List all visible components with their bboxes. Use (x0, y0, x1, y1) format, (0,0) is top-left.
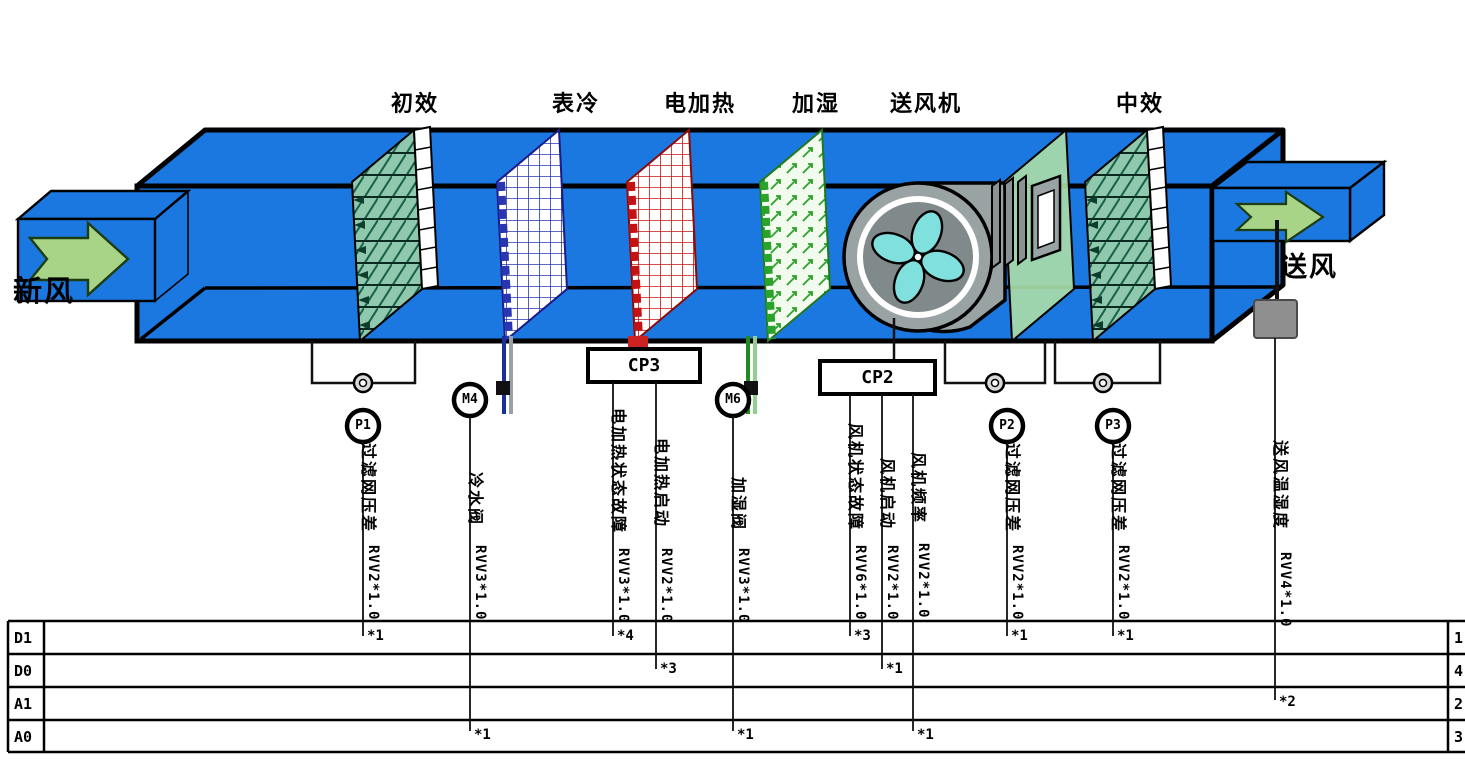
io-count-d0: 4 (1454, 662, 1464, 680)
io-count-a0: 3 (1454, 728, 1464, 746)
component-label-humidifier: 加湿 (791, 92, 840, 117)
wire-name-fan-start: 风机启动 (878, 458, 897, 531)
wire-cable-filter-dp-3: RVV2*1.0 (1115, 545, 1131, 621)
terminal-mark: *3 (660, 661, 677, 677)
pre-filter-panel (350, 125, 440, 344)
component-label-cooling-coil: 表冷 (551, 92, 600, 117)
dp-sensor-1-icon (352, 372, 374, 394)
cp2-box (818, 359, 937, 396)
wire-name-humid-valve: 加湿阀 (729, 477, 748, 532)
cooling-coil-panel (495, 127, 569, 344)
io-row-label-a1: A1 (14, 695, 33, 713)
inlet-duct (14, 189, 192, 303)
outlet-air-arrow-icon (1234, 189, 1325, 245)
wire-name-cw-valve: 冷水阀 (466, 472, 485, 527)
component-label-supply-fan: 送风机 (889, 92, 962, 117)
component-label-medium-filter: 中效 (1115, 92, 1164, 117)
terminal-mark: *1 (917, 727, 934, 743)
dp-sensor-3-icon (1092, 372, 1114, 394)
terminal-mark: *1 (367, 628, 384, 644)
io-count-a1: 2 (1454, 695, 1464, 713)
wire-cable-fan-start: RVV2*1.0 (884, 545, 900, 621)
cp2-label: CP2 (861, 367, 894, 388)
dp-sensor-2-icon (984, 372, 1006, 394)
wire-name-fan-freq: 风机频率 (909, 452, 928, 525)
wire-name-filter-dp-1: 过滤网压差 (359, 443, 378, 534)
humidifier-panel (758, 127, 832, 344)
signal-wires (362, 338, 1276, 731)
terminal-mark: *3 (854, 628, 871, 644)
io-row-label-d0: D0 (14, 662, 33, 680)
medium-filter-panel (1083, 125, 1173, 344)
outlet-duct (1209, 159, 1388, 245)
fan-impeller-icon (871, 210, 965, 304)
fan-outlet-connector (991, 174, 1062, 270)
casing-floor-corner (139, 286, 207, 341)
component-label-pre-filter: 初效 (390, 92, 439, 117)
wire-cable-filter-dp-2: RVV2*1.0 (1009, 545, 1025, 621)
terminal-mark: *1 (886, 661, 903, 677)
io-row-label-a0: A0 (14, 728, 33, 746)
wire-name-filter-dp-2: 过滤网压差 (1003, 443, 1022, 534)
io-count-d1: 1 (1454, 629, 1464, 647)
cp3-label: CP3 (627, 355, 661, 376)
wire-cable-fan-fault: RVV6*1.0 (852, 545, 868, 621)
wire-cable-humid-valve: RVV3*1.0 (735, 548, 751, 624)
inlet-air-label: 新风 (13, 274, 76, 308)
device-tag-p1: P1 (355, 418, 371, 433)
wire-name-fan-fault: 风机状态故障 (846, 423, 865, 532)
wire-cable-supply-th: RVV4*1.0 (1277, 552, 1293, 628)
io-table-grid (6, 619, 1465, 754)
chilled-water-valve-icon (496, 381, 510, 395)
wire-cable-heater-start: RVV2*1.0 (658, 548, 674, 624)
medium-filter-pleats (1086, 196, 1103, 329)
wire-cable-filter-dp-1: RVV2*1.0 (365, 545, 381, 621)
inlet-air-arrow-icon (27, 220, 130, 298)
outlet-air-label: 送风 (1280, 252, 1338, 283)
terminal-mark: *1 (474, 727, 491, 743)
wire-cable-heater-fault: RVV3*1.0 (615, 548, 631, 624)
terminal-mark: *1 (737, 727, 754, 743)
supply-fan (842, 181, 1007, 334)
terminal-mark: *4 (617, 628, 634, 644)
terminal-mark: *1 (1117, 628, 1134, 644)
io-row-label-d1: D1 (14, 629, 33, 647)
wire-name-heater-start: 电加热启动 (652, 438, 671, 529)
device-tag-m6: M6 (725, 392, 741, 407)
device-tag-p3: P3 (1105, 418, 1121, 433)
pre-filter-pleats (353, 196, 370, 329)
chilled-water-pipe (496, 336, 513, 414)
terminal-mark: *1 (1011, 628, 1028, 644)
terminal-mark: *2 (1279, 694, 1296, 710)
wire-name-supply-th: 送风温湿度 (1271, 440, 1290, 531)
cp3-box (586, 347, 702, 384)
device-tag-m4: M4 (462, 392, 478, 407)
wire-cable-fan-freq: RVV2*1.0 (915, 543, 931, 619)
wire-cable-cw-valve: RVV3*1.0 (472, 545, 488, 621)
wire-name-heater-fault: 电加热状态故障 (609, 408, 628, 535)
electric-heater-panel (625, 127, 699, 344)
component-label-heater: 电加热 (663, 92, 736, 117)
wire-name-filter-dp-3: 过滤网压差 (1109, 443, 1128, 534)
device-tag-p2: P2 (999, 418, 1015, 433)
